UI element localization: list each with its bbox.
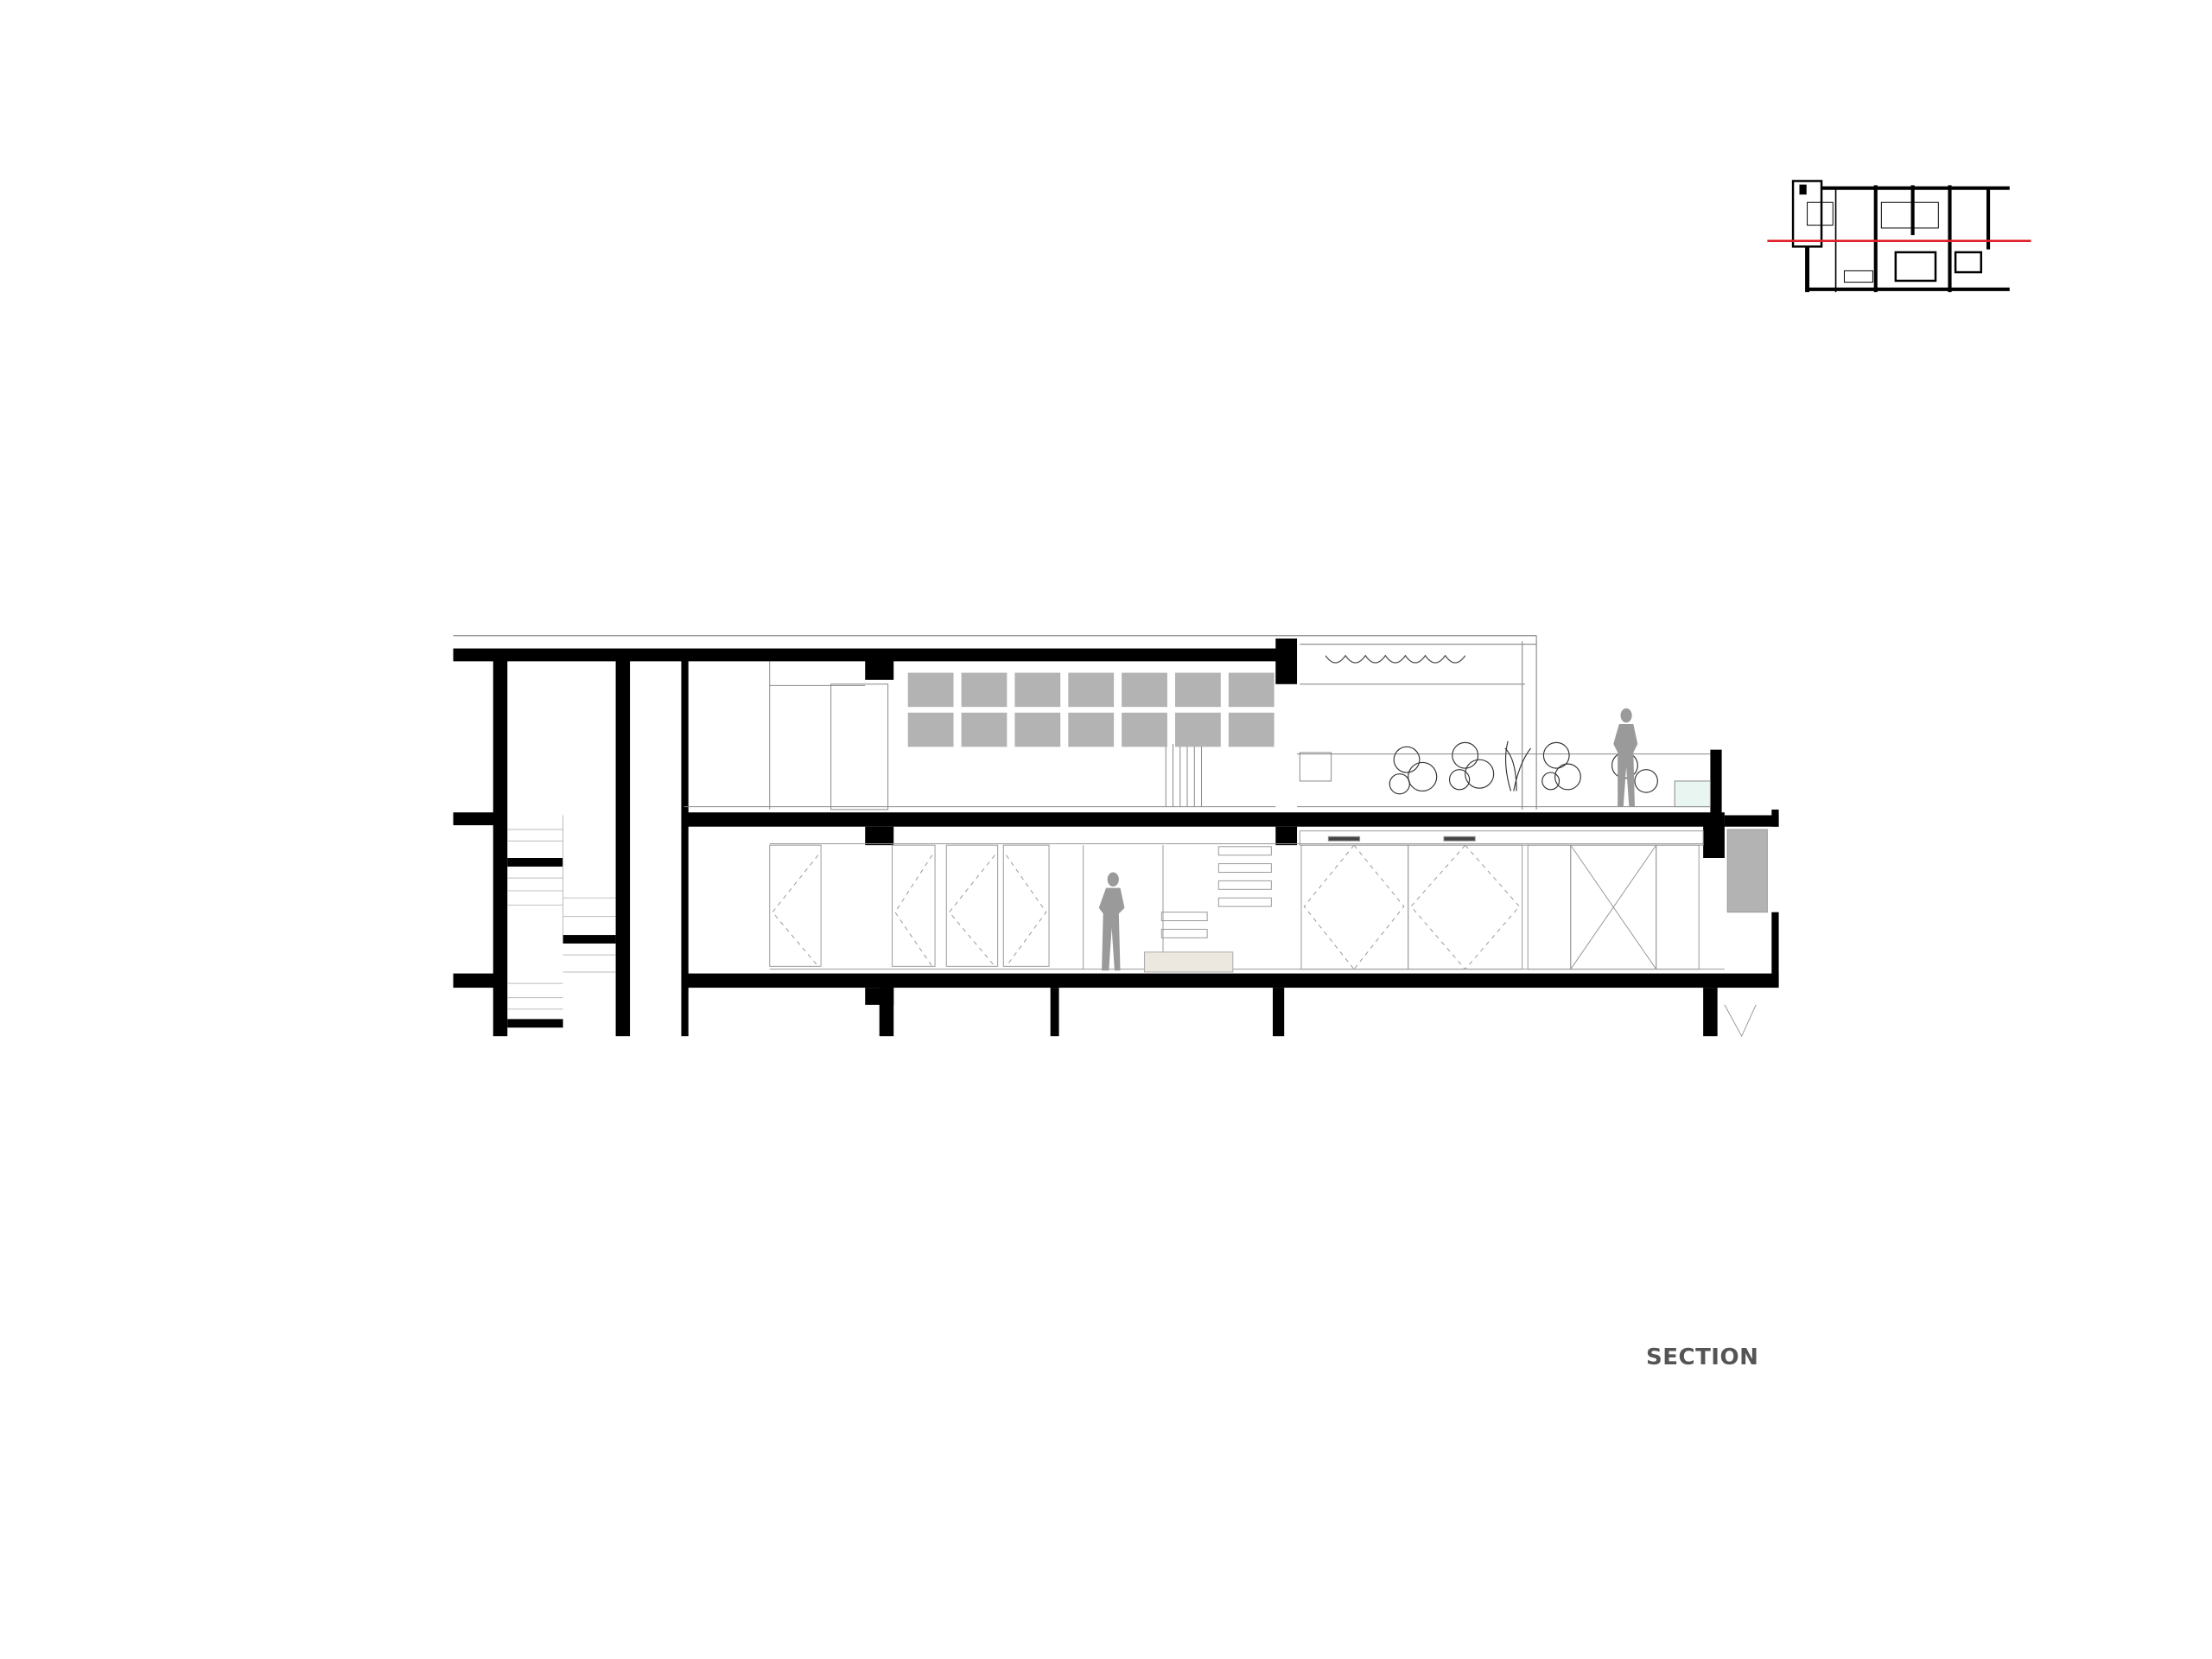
human-figure xyxy=(1098,872,1125,971)
window-pane xyxy=(1122,712,1167,747)
window-pane xyxy=(1228,672,1274,708)
window-pane xyxy=(1014,712,1061,747)
upper-level xyxy=(683,661,1711,810)
window-pane xyxy=(1175,672,1221,708)
stair-landing xyxy=(507,1019,563,1028)
structure xyxy=(453,638,1779,1037)
window-pane xyxy=(1068,672,1115,708)
window-pane xyxy=(1228,712,1274,747)
clerestory-windows xyxy=(907,672,1274,747)
window-pane xyxy=(907,712,954,747)
stair-landing xyxy=(507,857,563,867)
beam xyxy=(865,659,894,680)
floor-slab-upper xyxy=(683,812,1725,827)
window-pane xyxy=(961,672,1007,708)
wall xyxy=(681,659,689,1037)
key-plan xyxy=(1767,180,2031,293)
window-pane xyxy=(907,672,954,708)
window-pane xyxy=(1014,672,1061,708)
window-pane xyxy=(1122,672,1167,708)
human-figure xyxy=(1613,708,1638,807)
floor-slab-lower xyxy=(683,973,1779,988)
wall xyxy=(615,659,631,1037)
terrace-plants xyxy=(1389,741,1658,795)
wall xyxy=(493,659,508,1037)
bench xyxy=(1144,951,1234,973)
window-pane xyxy=(961,712,1007,747)
window-pane xyxy=(1068,712,1115,747)
terrace-parapet xyxy=(1710,749,1722,816)
lower-level xyxy=(769,829,1768,1038)
window-pane xyxy=(1175,712,1221,747)
stair-landing xyxy=(563,935,616,944)
stair xyxy=(507,815,616,1010)
drawing-title: SECTION xyxy=(1646,1344,1759,1370)
pergola xyxy=(453,635,1537,810)
column xyxy=(1275,638,1298,684)
